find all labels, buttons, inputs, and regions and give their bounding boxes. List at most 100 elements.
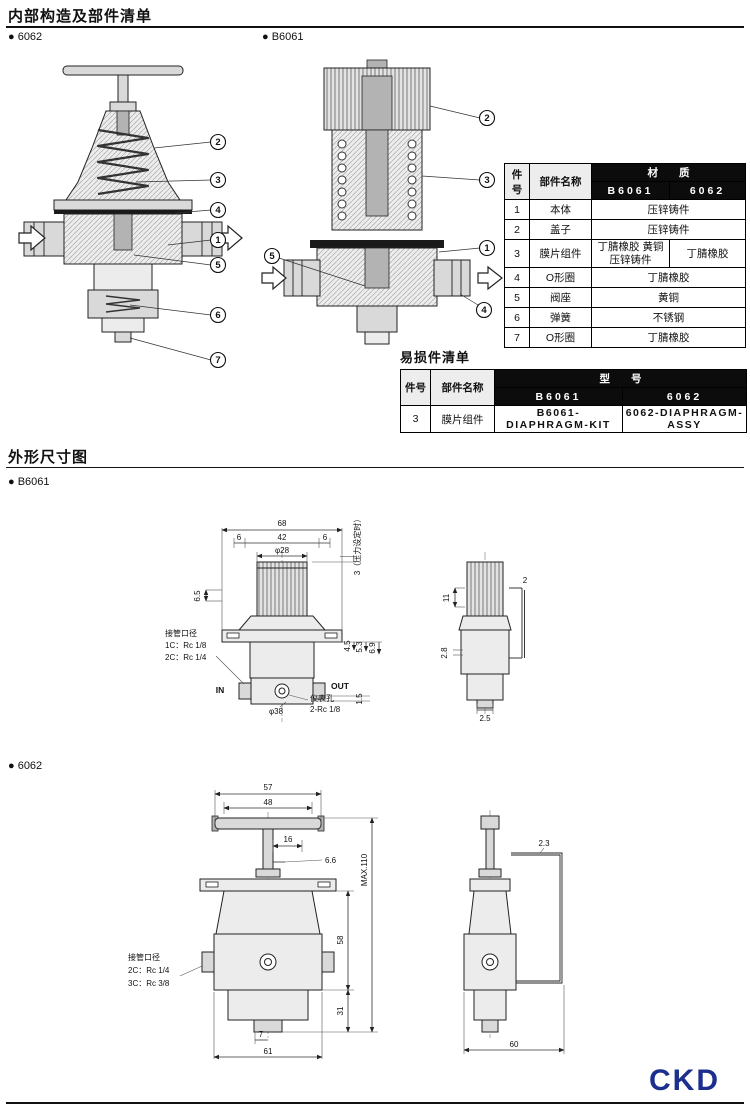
dim-57: 57: [264, 783, 273, 792]
in-label: IN: [216, 685, 225, 695]
6062-side-dimensions: 2.3 60: [463, 839, 565, 1054]
dim-42: 42: [278, 533, 287, 542]
cell-material-b6061: 丁腈橡胶 黄铜 压锌铸件: [591, 238, 670, 269]
cross-section-6062-figure: 2 3 4 1 5 6 7: [18, 65, 243, 369]
6062-side-view: [463, 815, 563, 1033]
dim-31: 31: [336, 1006, 345, 1015]
b6061-side-dimensions: 2 11 2.8 2.5: [440, 576, 528, 723]
wear-header-row: 件号 部件名称 型 号: [400, 369, 747, 406]
dim-max110: MAX.110: [360, 853, 369, 886]
b6061-dimensions: 68 6 42 6 φ28 6.5 3（压力设定时） 4.5 5.3 6.9 1…: [165, 515, 382, 716]
dim-6-right: 6: [323, 533, 328, 542]
dim-7: 7: [259, 1030, 264, 1039]
cell-name: 膜片组件: [529, 238, 592, 269]
table-row: 7 O形圈 丁腈橡胶: [504, 327, 746, 349]
wear-col-name: 部件名称: [430, 369, 495, 406]
cell-name: 弹簧: [529, 307, 592, 329]
section3-rule: [6, 467, 744, 468]
dim-16: 16: [284, 835, 293, 844]
spring-housing: [331, 129, 423, 231]
cell-material: 压锌铸件: [591, 219, 746, 240]
dim-6_6: 6.6: [325, 856, 337, 865]
cross-section-b6061-figure: 2 3 1 4 5: [261, 59, 503, 345]
dim-60: 60: [510, 1040, 519, 1049]
parts-col-material: 材 质: [591, 163, 746, 182]
parts-col-6062: 6062: [669, 181, 746, 200]
wear-subheader-row: B6061 6062: [401, 387, 747, 406]
cell-material: 不锈钢: [591, 307, 746, 329]
cell-no: 3: [400, 405, 431, 433]
lower-body: [87, 263, 159, 343]
cell-material-6062: 丁腈橡胶: [669, 238, 746, 269]
dimension-drawing-b6061: 68 6 42 6 φ28 6.5 3（压力设定时） 4.5 5.3 6.9 1…: [165, 515, 528, 723]
xsec-6062-label: ● 6062: [8, 31, 43, 43]
dim-2_8: 2.8: [440, 647, 449, 659]
section1-title: 内部构造及部件清单: [8, 8, 153, 25]
pressure-spring: [96, 128, 150, 196]
section3-title: 外形尺寸图: [8, 449, 89, 466]
cell-material: 黄铜: [591, 287, 746, 309]
dim-6_9: 6.9: [368, 642, 377, 654]
xsec-b6061-label: ● B6061: [262, 31, 304, 43]
section2-title: 易损件清单: [400, 350, 471, 365]
diaphragm: [310, 240, 444, 248]
cell-no: 3: [504, 238, 530, 269]
dim-61: 61: [264, 1047, 273, 1056]
table-row: 2 盖子 压锌铸件: [504, 219, 746, 240]
dim-phi38: φ38: [269, 707, 284, 716]
dim-6_5: 6.5: [193, 590, 202, 602]
wear-col-model: 型 号: [494, 369, 747, 388]
gauge-note-title: 仪表孔: [310, 693, 334, 703]
footer-rule: [6, 1102, 744, 1104]
cell-name: 盖子: [529, 219, 592, 240]
dim-48: 48: [264, 798, 273, 807]
dim-68: 68: [278, 519, 287, 528]
diaphragm-flange: [53, 199, 193, 214]
callout-number: 5: [215, 260, 221, 271]
dimension-drawing-6062: 57 48 16 6.6 MAX.110 58 31 7 61 接管口径: [128, 783, 565, 1060]
cell-no: 4: [504, 267, 530, 289]
port-note-title: 接管口径: [165, 628, 197, 638]
cell-material: 丁腈橡胶: [591, 327, 746, 349]
table-row: 5 阀座 黄铜: [504, 287, 746, 309]
dim-1_5: 1.5: [355, 693, 364, 705]
6062-dimensions: 57 48 16 6.6 MAX.110 58 31 7 61 接管口径: [128, 783, 378, 1060]
callout-number: 3: [215, 175, 220, 186]
parts-col-b6061: B6061: [591, 181, 670, 200]
cell-no: 5: [504, 287, 530, 309]
cell-name: 膜片组件: [430, 405, 495, 433]
b6061-front-view: [221, 561, 343, 705]
cell-name: O形圈: [529, 327, 592, 349]
callouts-b6061: 2 3 1 4 5: [263, 105, 496, 319]
dim-5_3: 5.3: [355, 641, 364, 653]
dim-6062-label: ● 6062: [8, 760, 43, 772]
table-row: 1 本体 压锌铸件: [504, 199, 746, 220]
parts-table: 件号 部件名称 材 质 B6061 6062 1 本体 压锌铸件 2 盖子 压锌…: [504, 163, 746, 349]
bottom-cap: [356, 305, 398, 345]
callout-number: 4: [481, 305, 487, 316]
bonnet: [65, 110, 181, 201]
dim-phi28: φ28: [275, 546, 290, 555]
parts-header-row: 件号 部件名称 材 质: [504, 163, 746, 200]
t-handle: [62, 65, 184, 112]
callout-number: 1: [484, 243, 490, 254]
dim-b6061-label: ● B6061: [8, 476, 50, 488]
wear-col-item: 件号: [400, 369, 431, 406]
adjust-knob: [323, 59, 431, 131]
flow-in-arrow-icon: [18, 224, 46, 252]
table-row: 3 膜片组件 B6061-DIAPHRAGM-KIT 6062-DIAPHRAG…: [400, 405, 747, 433]
port-note-3c: 3C：Rc 3/8: [128, 979, 170, 988]
table-row: 6 弹簧 不锈钢: [504, 307, 746, 329]
b6061-side-view: [458, 561, 525, 709]
dim-4_5: 4.5: [343, 640, 352, 652]
out-label: OUT: [331, 681, 350, 691]
parts-subheader-row: B6061 6062: [505, 181, 746, 200]
dim-11: 11: [442, 593, 451, 602]
dim-6-left: 6: [237, 533, 242, 542]
dim-rise-note: 3（压力设定时）: [352, 515, 362, 575]
6062-front-view: [199, 815, 337, 1033]
cell-name: O形圈: [529, 267, 592, 289]
section1-rule: [6, 26, 744, 28]
cell-no: 2: [504, 219, 530, 240]
